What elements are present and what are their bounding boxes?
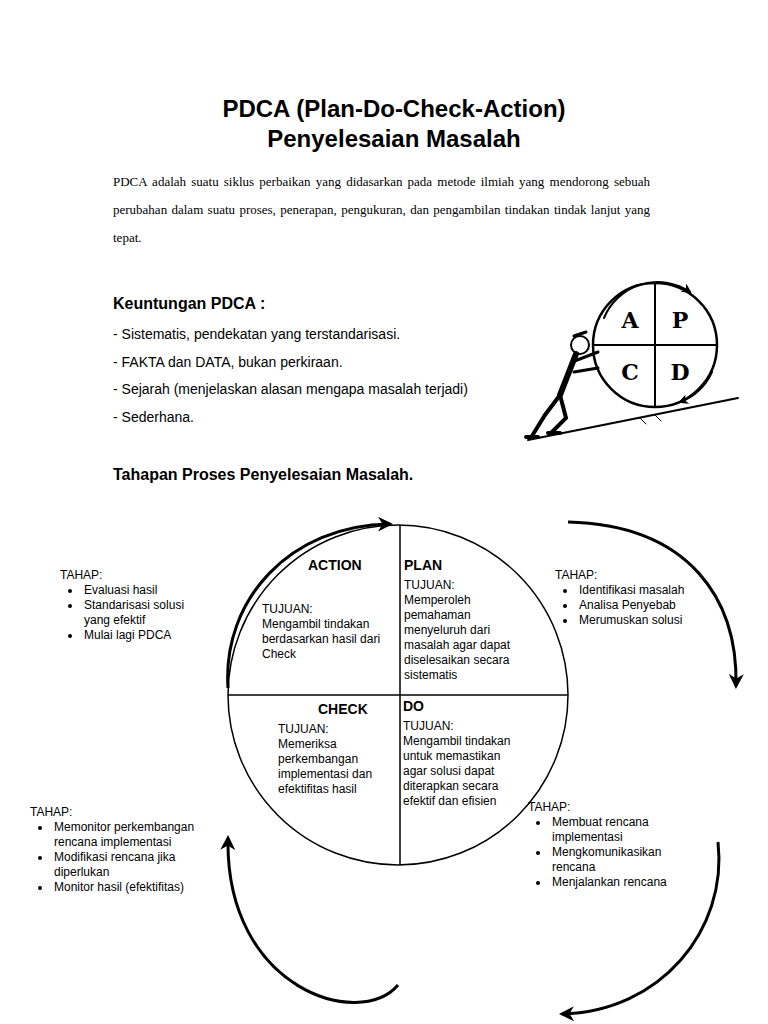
step-heading-text: TAHAP: bbox=[60, 568, 102, 582]
step-item-text: Membuat rencana implementasi bbox=[552, 815, 649, 844]
cycle-arrow bbox=[228, 838, 398, 1002]
step-heading: TAHAP: bbox=[30, 805, 215, 820]
step-heading-text: TAHAP: bbox=[528, 800, 570, 814]
bullet-dot bbox=[68, 589, 72, 593]
step-item-text: Monitor hasil (efektifitas) bbox=[54, 880, 184, 894]
step-heading-text: TAHAP: bbox=[555, 568, 597, 582]
step-item: Analisa Penyebab bbox=[555, 598, 705, 613]
step-heading: TAHAP: bbox=[60, 568, 212, 583]
step-item: Modifikasi rencana jika diperlukan bbox=[30, 850, 215, 880]
bullet-dot bbox=[38, 826, 42, 830]
benefit-item: - Sejarah (menjelaskan alasan mengapa ma… bbox=[113, 380, 513, 398]
step-item: Membuat rencana implementasi bbox=[528, 815, 706, 845]
phase-name: CHECK bbox=[278, 700, 394, 718]
quadrant-node: CHECK TUJUAN:Memeriksa perkembangan imple… bbox=[278, 700, 394, 797]
step-item-text: Evaluasi hasil bbox=[84, 583, 157, 597]
goal-label: TUJUAN: bbox=[403, 719, 527, 734]
step-item: Menjalankan rencana bbox=[528, 875, 706, 890]
step-heading: TAHAP: bbox=[528, 800, 706, 815]
bullet-dot bbox=[563, 604, 567, 608]
step-item-text: Analisa Penyebab bbox=[579, 598, 676, 612]
step-item-text: Menjalankan rencana bbox=[552, 875, 667, 889]
step-heading: TAHAP: bbox=[555, 568, 705, 583]
step-item-text: Standarisasi solusi yang efektif bbox=[84, 598, 184, 627]
bullet-dot bbox=[563, 589, 567, 593]
bullet-dot bbox=[536, 881, 540, 885]
pdca-wheel-illustration bbox=[526, 282, 738, 440]
bullet-dot bbox=[536, 821, 540, 825]
goal-label: TUJUAN: bbox=[278, 722, 394, 737]
phase-name: DO bbox=[403, 697, 527, 715]
goal-label: TUJUAN: bbox=[404, 578, 522, 593]
quadrant-node: PLAN TUJUAN:Memperoleh pemahaman menyelur… bbox=[404, 556, 522, 683]
step-item-text: Modifikasi rencana jika diperlukan bbox=[54, 850, 175, 879]
quadrant-node: DO TUJUAN:Mengambil tindakan untuk memast… bbox=[403, 697, 527, 809]
benefit-item: - Sederhana. bbox=[113, 408, 513, 426]
phase-name: ACTION bbox=[262, 556, 388, 574]
phase-name: PLAN bbox=[404, 556, 522, 574]
wheel-letter: C bbox=[618, 360, 642, 384]
bullet-dot bbox=[68, 634, 72, 638]
step-heading-text: TAHAP: bbox=[30, 805, 72, 819]
bullet-dot bbox=[68, 604, 72, 608]
wheel-letter: P bbox=[668, 308, 692, 332]
cycle-arrow bbox=[568, 522, 736, 686]
step-item: Mengkomunikasikan rencana bbox=[528, 845, 706, 875]
step-item: Mulai lagi PDCA bbox=[60, 628, 212, 643]
step-list: TAHAP:Identifikasi masalahAnalisa Penyeb… bbox=[555, 568, 705, 628]
step-item-text: Mulai lagi PDCA bbox=[84, 628, 171, 642]
goal-text: Memeriksa perkembangan implementasi dan … bbox=[278, 737, 394, 797]
step-item: Monitor hasil (efektifitas) bbox=[30, 880, 215, 895]
step-item-text: Identifikasi masalah bbox=[579, 583, 684, 597]
step-list: TAHAP:Evaluasi hasilStandarisasi solusi … bbox=[60, 568, 212, 643]
goal-text: Mengambil tindakan berdasarkan hasil dar… bbox=[262, 617, 388, 662]
section-heading: Tahapan Proses Penyelesaian Masalah. bbox=[113, 465, 533, 485]
step-item-text: Merumuskan solusi bbox=[579, 613, 682, 627]
benefit-item: - Sistematis, pendekatan yang terstandar… bbox=[113, 325, 513, 343]
goal-text: Mengambil tindakan untuk memastikan agar… bbox=[403, 734, 527, 809]
goal-label: TUJUAN: bbox=[262, 602, 388, 617]
step-item-text: Mengkomunikasikan rencana bbox=[552, 845, 661, 874]
step-item: Identifikasi masalah bbox=[555, 583, 705, 598]
wheel-letter: D bbox=[668, 360, 692, 384]
step-list: TAHAP:Membuat rencana implementasiMengko… bbox=[528, 800, 706, 890]
bullet-dot bbox=[536, 851, 540, 855]
bullet-dot bbox=[563, 619, 567, 623]
bullet-dot bbox=[38, 856, 42, 860]
step-item: Merumuskan solusi bbox=[555, 613, 705, 628]
pdca-circle bbox=[228, 525, 568, 865]
step-item: Evaluasi hasil bbox=[60, 583, 212, 598]
quadrant-node: ACTION TUJUAN:Mengambil tindakan berdasar… bbox=[262, 556, 388, 662]
section-heading: Keuntungan PDCA : bbox=[113, 294, 513, 314]
intro-paragraph: PDCA adalah suatu siklus perbaikan yang … bbox=[113, 168, 650, 252]
step-item-text: Memonitor perkembangan rencana implement… bbox=[54, 820, 194, 849]
step-list: TAHAP:Memonitor perkembangan rencana imp… bbox=[30, 805, 215, 895]
page-title: PDCA (Plan-Do-Check-Action) Penyelesaian… bbox=[184, 94, 604, 154]
step-item: Standarisasi solusi yang efektif bbox=[60, 598, 212, 628]
step-item: Memonitor perkembangan rencana implement… bbox=[30, 820, 215, 850]
wheel-letter: A bbox=[618, 308, 642, 332]
benefit-item: - FAKTA dan DATA, bukan perkiraan. bbox=[113, 353, 513, 371]
bullet-dot bbox=[38, 886, 42, 890]
cycle-arrow bbox=[228, 524, 390, 688]
goal-text: Memperoleh pemahaman menyeluruh dari mas… bbox=[404, 593, 522, 683]
quadrant-divider bbox=[228, 694, 568, 696]
